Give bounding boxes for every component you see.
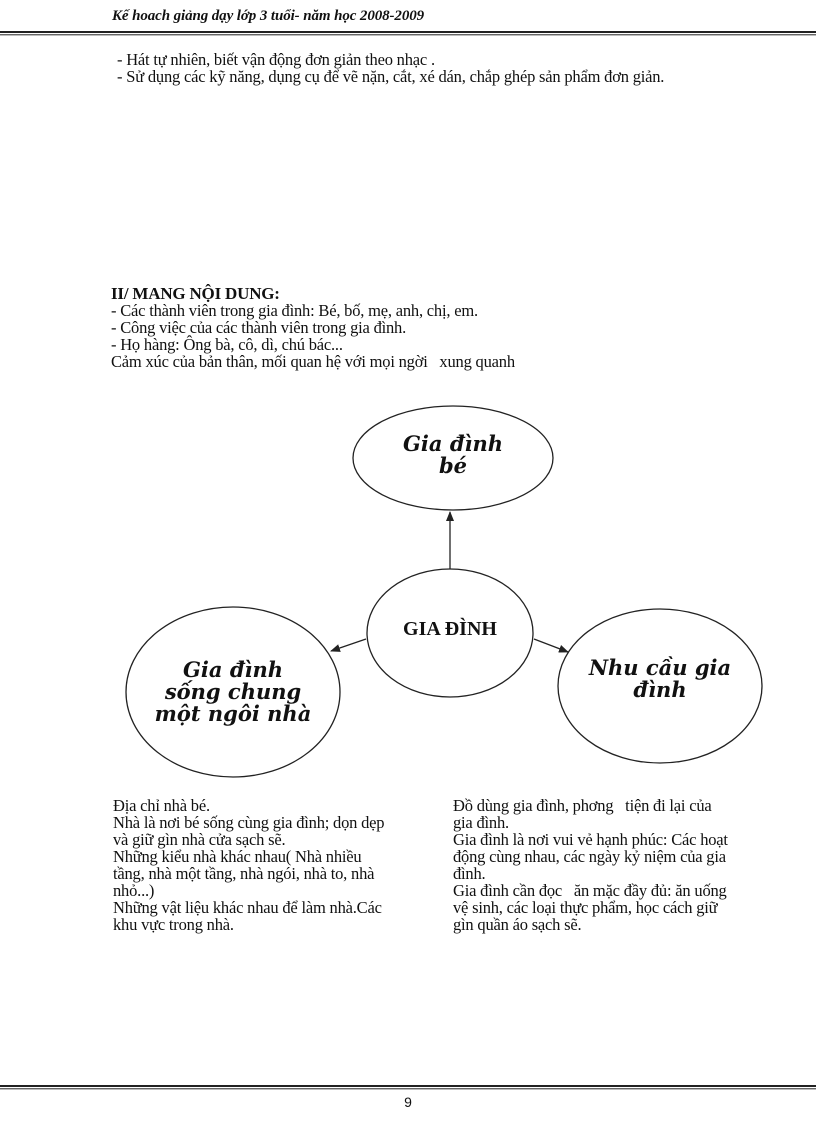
section-title: II/ MANG NỘI DUNG:	[111, 284, 280, 303]
top-node-label: Gia đình bé	[402, 431, 504, 478]
document-header-title: Kế hoach giảng dạy lớp 3 tuổi- năm học 2…	[112, 8, 425, 24]
arrow-to-left	[330, 638, 367, 652]
header-rule	[0, 31, 816, 36]
center-node-label: GIA ĐÌNH	[403, 618, 497, 640]
footer-rule	[0, 1085, 816, 1090]
page-number: 9	[404, 1094, 412, 1110]
right-node-label: Nhu cầu gia đình	[588, 655, 732, 702]
intro-line-2: - Sử dụng các kỹ năng, dụng cụ để vẽ nặn…	[117, 67, 665, 86]
arrow-to-right	[533, 638, 569, 653]
section-line-3: - Họ hàng: Ông bà, cô, dì, chú bác...	[111, 335, 343, 354]
section-line-1: - Các thành viên trong gia đình: Bé, bố,…	[111, 301, 478, 320]
left-node-label: Gia đình sống chung một ngôi nhà	[154, 657, 312, 726]
left-column-text: Địa chỉ nhà bé. Nhà là nơi bé sống cùng …	[113, 796, 385, 934]
right-column-text: Đồ dùng gia đình, phơng tiện đi lại của …	[453, 796, 728, 934]
section-line-4: Cảm xúc của bản thân, mối quan hệ với mọ…	[111, 352, 515, 371]
section-line-2: - Công việc của các thành viên trong gia…	[111, 318, 407, 337]
intro-line-1: - Hát tự nhiên, biết vận động đơn giản t…	[117, 50, 435, 69]
